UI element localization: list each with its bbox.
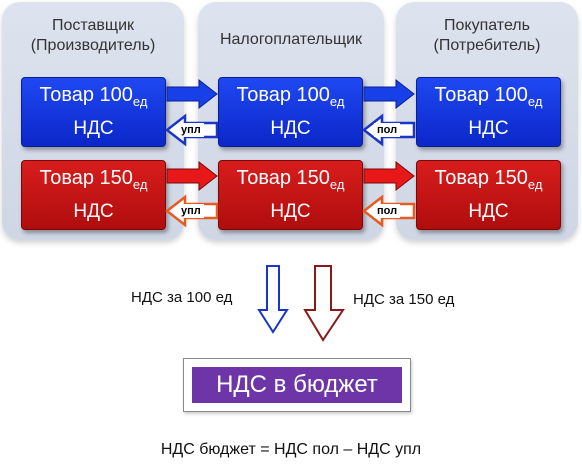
vat-150-flow-label: НДС за 150 ед (353, 291, 455, 308)
paid-tag-100: упл (178, 123, 204, 137)
buyer-title: Покупатель (Потребитель) (433, 17, 541, 54)
goods-100-arrow-right-2 (363, 78, 415, 110)
supplier-goods-150-box: Товар 150ед НДС (21, 160, 166, 230)
buyer-goods-100-box: Товар 100ед НДС (416, 77, 561, 147)
vat-budget-label: НДС в бюджет (192, 367, 402, 403)
goods-150-arrow-right-1 (166, 160, 218, 192)
goods-150-arrow-right-2 (363, 160, 415, 192)
taxpayer-title: Налогоплательщик (219, 31, 363, 48)
taxpayer-goods-100-box: Товар 100ед НДС (218, 77, 363, 147)
vat-100-down-arrow (257, 265, 289, 334)
supplier-goods-100-box: Товар 100ед НДС (21, 77, 166, 147)
taxpayer-goods-150-box: Товар 150ед НДС (218, 160, 363, 230)
paid-tag-150: упл (178, 204, 204, 218)
vat-100-flow-label: НДС за 100 ед (131, 289, 233, 306)
received-tag-100: пол (374, 123, 401, 137)
vat-formula: НДС бюджет = НДС пол – НДС упл (160, 441, 422, 458)
vat-150-down-arrow (303, 265, 345, 342)
buyer-goods-150-box: Товар 150ед НДС (416, 160, 561, 230)
received-tag-150: пол (374, 204, 401, 218)
goods-100-arrow-right-1 (166, 78, 218, 110)
supplier-title: Поставщик (Производитель) (30, 17, 156, 54)
vat-budget-box: НДС в бюджет (183, 358, 411, 412)
